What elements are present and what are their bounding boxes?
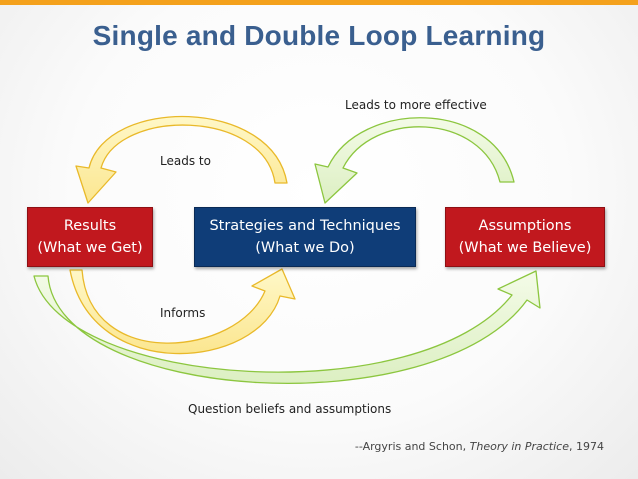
informs-arrow: [69, 268, 296, 355]
leads-to-label: Leads to: [160, 154, 211, 168]
informs-label: Informs: [160, 306, 206, 320]
results-title: Results: [63, 218, 117, 234]
leads-to-more-effective-arrow: [314, 117, 515, 204]
question-beliefs-label: Question beliefs and assumptions: [188, 402, 392, 416]
assumptions-title: Assumptions: [478, 218, 572, 234]
leads-to-more-effective-label: Leads to more effective: [345, 98, 487, 112]
assumptions-subtitle: (What we Believe): [458, 240, 592, 256]
question-beliefs-arrow: [33, 270, 541, 384]
top-accent-bar: [0, 0, 638, 5]
slide-title: Single and Double Loop Learning: [92, 20, 546, 51]
assumptions-box: Assumptions (What we Believe): [445, 207, 605, 267]
citation-suffix: , 1974: [569, 440, 604, 453]
results-box: Results (What we Get): [27, 207, 153, 267]
results-subtitle: (What we Get): [37, 240, 143, 256]
citation-prefix: --Argyris and Schon,: [354, 440, 470, 453]
strategies-subtitle: (What we Do): [255, 240, 355, 256]
citation-work: Theory in Practice: [469, 440, 569, 453]
leads-to-arrow: [75, 115, 288, 204]
strategies-box: Strategies and Techniques (What we Do): [194, 207, 416, 267]
citation: --Argyris and Schon, Theory in Practice,…: [355, 440, 604, 453]
strategies-title: Strategies and Techniques: [209, 218, 401, 234]
